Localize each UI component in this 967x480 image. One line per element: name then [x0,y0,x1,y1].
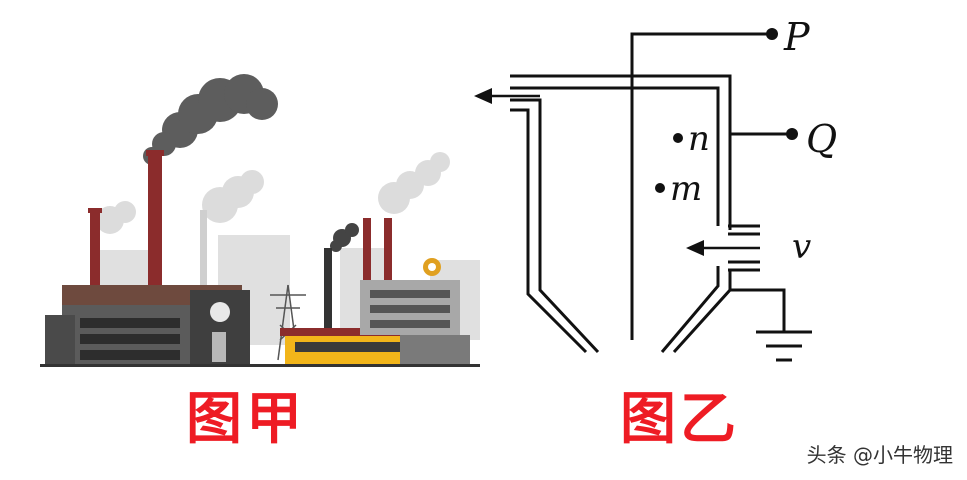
label-n: n [688,119,710,159]
label-m: m [670,169,702,209]
outer-walls [510,74,760,354]
factory-illustration [40,74,480,367]
yellow-factory-windows [295,342,405,352]
label-P: P [783,15,811,59]
dark-chimney [324,248,332,328]
ground-line [40,364,480,367]
precipitator-diagram: P Q n m v [474,15,837,362]
factory-windows [80,318,180,360]
particle-m [655,183,665,193]
background-smoke [96,152,450,234]
label-Q: Q [806,117,837,161]
gear-icon [423,258,441,276]
right-building-windows [370,290,450,328]
inlet-arrow-icon [686,240,760,256]
small-dark-smoke-icon [330,223,359,252]
outlet-arrow-icon [474,88,540,104]
particle-n [673,133,683,143]
terminal-P [766,28,778,40]
caption-figure-b: 图乙 [620,387,740,452]
chimneys [88,150,392,328]
wire-to-P [630,32,772,340]
caption-figure-a: 图甲 [186,387,306,452]
terminal-Q [786,128,798,140]
ground-icon [730,288,812,362]
watermark: 头条 @小牛物理 [806,443,953,467]
label-v: v [792,227,811,267]
thin-chimney [200,210,207,330]
